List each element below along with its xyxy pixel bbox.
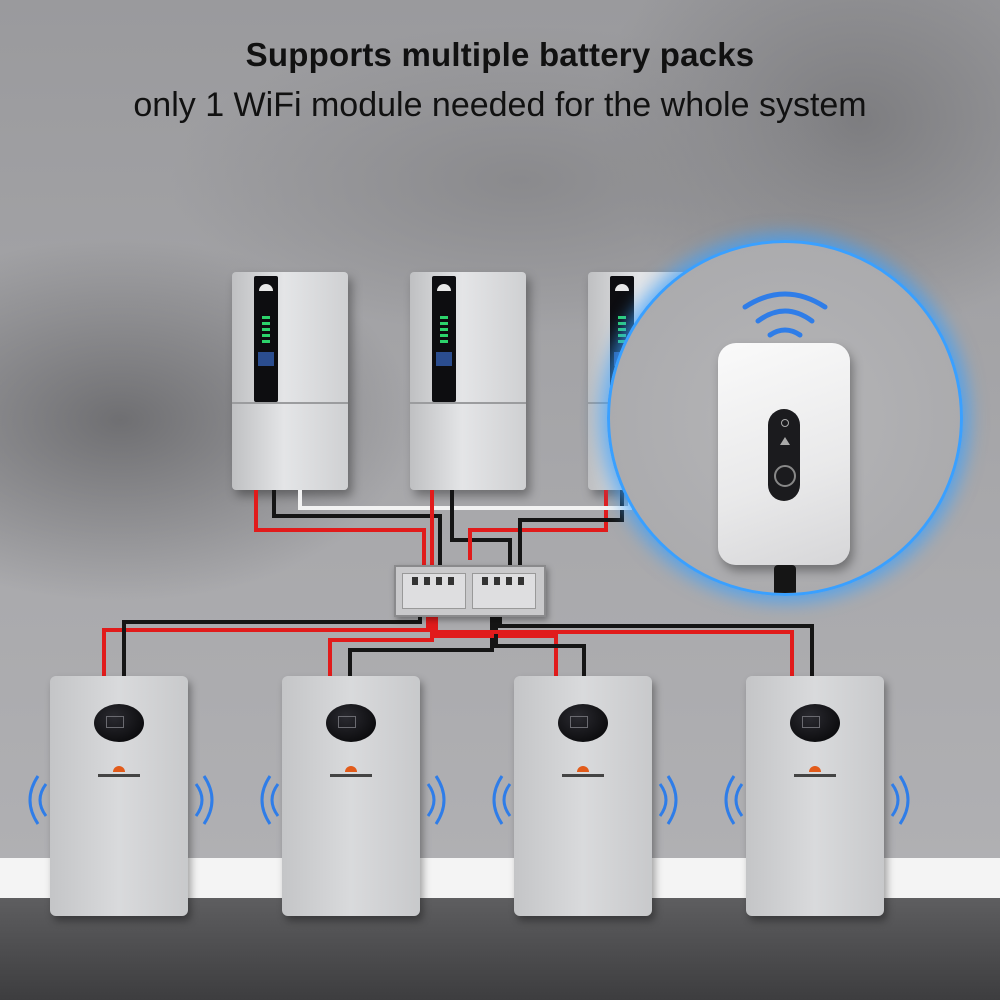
wire-red	[102, 612, 430, 680]
status-leds	[262, 316, 270, 346]
wire-black	[122, 612, 422, 680]
power-indicator-icon	[781, 419, 789, 427]
wifi-module-callout	[607, 240, 963, 596]
status-leds	[440, 316, 448, 346]
wire-red	[468, 490, 608, 560]
wifi-module	[718, 343, 850, 565]
subline: only 1 WiFi module needed for the whole …	[133, 86, 867, 124]
battery-display	[326, 704, 376, 742]
panel-seam	[410, 402, 526, 404]
reset-button-icon	[774, 465, 796, 487]
wire-black	[272, 490, 442, 600]
wireless-waves-icon	[194, 775, 214, 825]
busbar-terminal	[448, 577, 454, 585]
brand-logo-icon	[792, 766, 838, 778]
battery-pack-3	[514, 676, 652, 916]
busbar-terminal	[424, 577, 430, 585]
wire-black	[518, 490, 624, 586]
inverter-2	[410, 272, 526, 490]
busbar-terminal	[436, 577, 442, 585]
busbar-terminal	[482, 577, 488, 585]
wire-white	[520, 490, 632, 510]
status-triangle-icon	[780, 437, 790, 445]
wireless-waves-icon	[724, 775, 744, 825]
wireless-waves-icon	[260, 775, 280, 825]
busbar-box	[394, 565, 546, 617]
inverter-1	[232, 272, 348, 490]
lcd-screen	[258, 352, 274, 366]
lcd-screen	[436, 352, 452, 366]
battery-pack-4	[746, 676, 884, 916]
brand-logo-icon	[437, 284, 451, 291]
wireless-waves-icon	[492, 775, 512, 825]
inverter-display	[254, 276, 278, 402]
wire-red	[434, 612, 794, 680]
wire-black	[450, 490, 512, 580]
battery-display	[94, 704, 144, 742]
headline: Supports multiple battery packs	[245, 36, 755, 73]
brand-logo-icon	[328, 766, 374, 778]
busbar-terminal	[518, 577, 524, 585]
busbar-terminal	[494, 577, 500, 585]
wire-black	[498, 612, 814, 680]
battery-pack-1	[50, 676, 188, 916]
brand-logo-icon	[96, 766, 142, 778]
battery-display	[790, 704, 840, 742]
status-leds	[618, 316, 626, 346]
wire-white	[298, 490, 520, 510]
wireless-waves-icon	[28, 775, 48, 825]
busbar-terminal	[506, 577, 512, 585]
wifi-signal-icon	[742, 291, 828, 338]
wireless-waves-icon	[658, 775, 678, 825]
battery-pack-2	[282, 676, 420, 916]
battery-display	[558, 704, 608, 742]
brand-logo-icon	[615, 284, 629, 291]
module-cable	[774, 565, 796, 593]
brand-logo-icon	[560, 766, 606, 778]
module-button-strip	[768, 409, 800, 501]
brand-logo-icon	[259, 284, 273, 291]
wire-black	[494, 612, 586, 680]
inverter-display	[432, 276, 456, 402]
wireless-waves-icon	[890, 775, 910, 825]
panel-seam	[232, 402, 348, 404]
wireless-waves-icon	[426, 775, 446, 825]
busbar-terminal	[412, 577, 418, 585]
